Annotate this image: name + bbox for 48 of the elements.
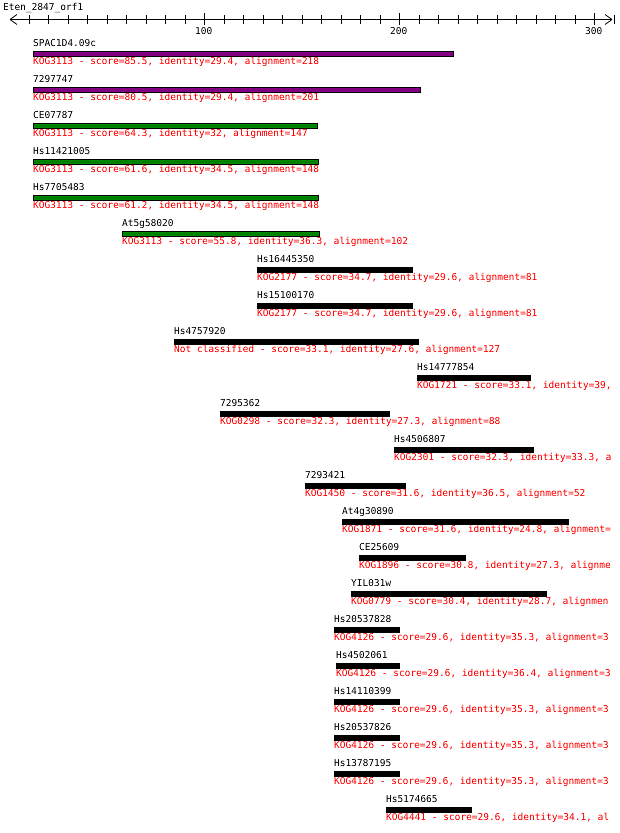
hit-description: KOG2177 - score=34.7, identity=29.6, alignment=81 [257, 308, 538, 320]
sequence-id: Hs7705483 [33, 182, 84, 194]
hit-description: KOG4126 - score=29.6, identity=35.3, alignment=3 [334, 704, 609, 716]
sequence-id: Hs14110399 [334, 686, 392, 698]
hit-description: KOG3113 - score=85.5, identity=29.4, alignment=218 [33, 56, 319, 68]
hit-description: KOG2177 - score=34.7, identity=29.6, alignment=81 [257, 272, 538, 284]
sequence-id: Hs5174665 [386, 794, 438, 806]
sequence-id: 7297747 [33, 74, 74, 86]
hit-description: KOG3113 - score=55.8, identity=36.3, alignment=102 [122, 236, 408, 248]
sequence-id: Hs13787195 [334, 758, 392, 770]
tick-label: 300 [585, 26, 602, 38]
sequence-id: Hs4506807 [394, 434, 446, 446]
hit-description: KOG3113 - score=61.6, identity=34.5, alignment=148 [33, 164, 319, 176]
sequence-id: YIL031w [351, 578, 392, 590]
hit-description: KOG3113 - score=61.2, identity=34.5, alignment=148 [33, 200, 319, 212]
hit-description: KOG1896 - score=30.8, identity=27.3, alignme [359, 560, 611, 572]
hit-description: KOG0298 - score=32.3, identity=27.3, alignment=88 [220, 416, 500, 428]
hit-description: KOG1450 - score=31.6, identity=36.5, alignment=52 [305, 488, 586, 500]
sequence-title: Eten_2847_orf1 [3, 2, 84, 14]
sequence-id: Hs20537828 [334, 614, 392, 626]
hit-description: KOG2301 - score=32.3, identity=33.3, a [394, 452, 612, 464]
sequence-id: Hs14777854 [417, 362, 474, 374]
sequence-id: Hs15100170 [257, 290, 314, 302]
sequence-id: Hs4757920 [174, 326, 226, 338]
hit-description: KOG4441 - score=29.6, identity=34.1, al [386, 812, 610, 824]
sequence-id: SPAC1D4.09c [33, 38, 96, 50]
sequence-id: 7295362 [220, 398, 260, 410]
sequence-id: At4g30890 [342, 506, 394, 518]
hit-description: KOG4126 - score=29.6, identity=35.3, alignment=3 [334, 632, 609, 644]
sequence-id: Hs4502061 [336, 650, 388, 662]
sequence-id: CE07787 [33, 110, 74, 122]
tick-label: 200 [390, 26, 408, 38]
hit-description: KOG4126 - score=29.6, identity=35.3, alignment=3 [334, 740, 609, 752]
sequence-id: At5g58020 [122, 218, 174, 230]
hit-description: KOG3113 - score=64.3, identity=32, alignment=147 [33, 128, 308, 140]
sequence-id: 7293421 [305, 470, 346, 482]
hit-description: KOG4126 - score=29.6, identity=35.3, alignment=3 [334, 776, 609, 788]
hit-description: KOG0779 - score=30.4, identity=28.7, alignmen [351, 596, 608, 608]
tick-label: 100 [195, 26, 212, 38]
sequence-id: Hs11421005 [33, 146, 90, 158]
hit-description: Not classified - score=33.1, identity=27.6, alignment=127 [174, 344, 500, 356]
sequence-id: Hs20537826 [334, 722, 392, 734]
hit-description: KOG3113 - score=80.5, identity=29.4, alignment=201 [33, 92, 319, 104]
hit-description: KOG1721 - score=33.1, identity=39, [417, 380, 612, 392]
hit-description: KOG4126 - score=29.6, identity=36.4, alignment=3 [336, 668, 611, 680]
hit-description: KOG1871 - score=31.6, identity=24.8, alignment= [342, 524, 611, 536]
sequence-id: Hs16445350 [257, 254, 314, 266]
sequence-id: CE25609 [359, 542, 400, 554]
